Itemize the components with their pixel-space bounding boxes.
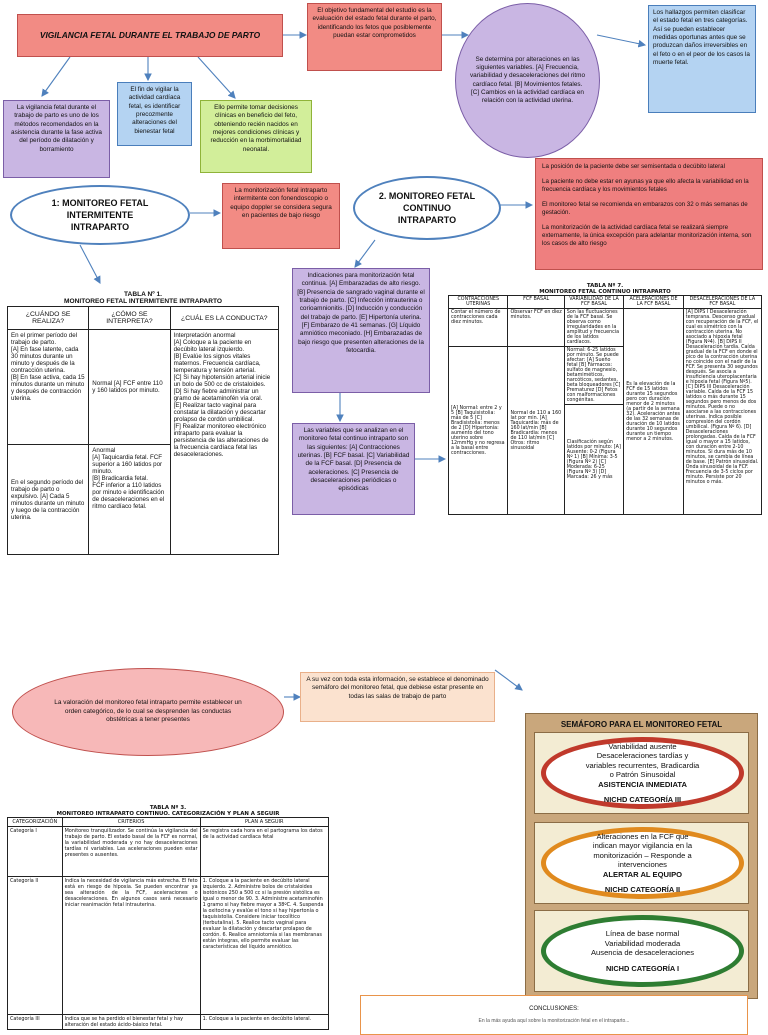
continuous-ellipse: 2. MONITOREO FETAL CONTINUO INTRAPARTO	[353, 176, 501, 240]
table-header: ACELERACIONES DE LA FCF BASAL	[623, 295, 684, 309]
table-caption: TABLA Nº 7.MONITOREO FETAL CONTINUO INTR…	[448, 283, 762, 296]
table-cell: Normal: 6-25 latidos por minuto. Se pued…	[563, 346, 625, 405]
orange-oval: Alteraciones en la FCF que indican mayor…	[541, 827, 744, 899]
table-cell: Contar el número de contracciones cada d…	[447, 308, 509, 347]
conclusions-box: CONCLUSIONES: En la más ayuda aquí sobre…	[360, 995, 748, 1035]
conclusions-text: En la más ayuda aquí sobre la monitoriza…	[478, 1018, 630, 1024]
continuous-item: La posición de la paciente debe ser semi…	[542, 163, 725, 170]
findings-box: Los hallazgos permiten clasificar el est…	[648, 5, 756, 113]
table-cell: 1. Coloque a la paciente en decúbito lat…	[199, 876, 330, 1015]
table-cell: Categoría I	[7, 826, 63, 877]
variables-ellipse: Se determina por alteraciones en las sig…	[455, 3, 600, 158]
table-header: CONTRACCIONES UTERINAS	[447, 295, 509, 309]
table-cell: Se registra cada hora en el partograma l…	[199, 826, 330, 877]
table-cell: 1. Coloque a la paciente en decúbito lat…	[199, 1014, 330, 1030]
table-header: FCF BASAL	[507, 295, 565, 309]
vigilancia-box: La vigilancia fetal durante el trabajo d…	[3, 100, 110, 178]
table-cell: Indica la necesidad de vigilancia más es…	[61, 876, 201, 1015]
valuation-ellipse: La valoración del monitoreo fetal intrap…	[12, 668, 284, 756]
decisions-box: Ello permite tomar decisiones clínicas e…	[200, 100, 312, 173]
table-cell: Son las fluctuaciones de la FCF basal. S…	[563, 308, 625, 347]
semaforo-title: SEMÁFORO PARA EL MONITOREO FETAL	[560, 720, 723, 729]
semaforo-level-green: Línea de base normal Variabilidad modera…	[534, 910, 749, 992]
table-header: CATEGORIZACIÓN	[7, 817, 63, 827]
intermittent-desc-box: La monitorización fetal intraparto inter…	[222, 183, 340, 249]
table-header: ¿CUÁL ES LA CONDUCTA?	[169, 306, 280, 330]
objective-box: El objetivo fundamental del estudio es l…	[307, 3, 442, 71]
continuous-item: La monitorización de la actividad cardía…	[542, 224, 752, 248]
table-cell: Monitoreo tranquilizador. Se continúa la…	[61, 826, 201, 877]
analyzed-box: Las variables que se analizan en el moni…	[292, 423, 415, 515]
table-cell: En el primer período del trabajo de part…	[6, 329, 90, 445]
table-header: ¿CUÁNDO SE REALIZA?	[6, 306, 90, 330]
green-oval: Línea de base normal Variabilidad modera…	[541, 915, 744, 987]
semaforo-level-red: Variabilidad ausente Desaceleraciones ta…	[534, 732, 749, 814]
continuous-list-box: La posición de la paciente debe ser semi…	[535, 158, 763, 270]
table-cell: Normal [A] FCF entre 110 y 160 latidos p…	[88, 329, 171, 445]
table-cell: Anormal [A] Taquicardia fetal. FCF super…	[88, 444, 171, 555]
table-cell: Categoría III	[7, 1014, 63, 1030]
table-header: VARIABILIDAD DE LA FCF BASAL	[563, 295, 625, 309]
table-header: DESACELERACIONES DE LA FCF BASAL	[682, 295, 763, 309]
table-cell: Categoría II	[7, 876, 63, 1015]
table-cell: Clasificación según latidos por minuto: …	[563, 404, 625, 515]
table-header: PLAN A SEGUIR	[199, 817, 330, 827]
title-box: VIGILANCIA FETAL DURANTE EL TRABAJO DE P…	[17, 14, 283, 57]
table-cell: Es la elevación de la FCF de 15 latidos …	[623, 308, 684, 515]
conclusions-title: CONCLUSIONES:	[529, 1006, 579, 1012]
indications-box: Indicaciones para monitorización fetal c…	[292, 268, 430, 393]
table-caption: TABLA Nº 1.MONITOREO FETAL INTERMITENTE …	[63, 291, 222, 305]
table-cell: [A] Normal: entre 2 y 5 [B] Taquisistoli…	[447, 346, 509, 515]
continuous-item: La paciente no debe estar en ayunas ya q…	[542, 178, 749, 194]
table-cell: Interpretación anormal [A] Coloque a la …	[169, 329, 280, 555]
red-oval: Variabilidad ausente Desaceleraciones ta…	[541, 737, 744, 809]
intermittent-ellipse: 1: MONITOREO FETAL INTERMITENTE INTRAPAR…	[10, 185, 190, 245]
table-cell: En el segundo período del trabajo de par…	[6, 444, 90, 555]
purpose-box: El fin de vigilar la actividad cardíaca …	[117, 82, 192, 146]
table-continuous: TABLA Nº 7.MONITOREO FETAL CONTINUO INTR…	[447, 283, 763, 515]
table-caption: TABLA Nº 3.MONITOREO INTRAPARTO CONTINUO…	[56, 805, 280, 817]
table-categorization: TABLA Nº 3.MONITOREO INTRAPARTO CONTINUO…	[7, 805, 330, 1030]
continuous-item: El monitoreo fetal se recomienda en emba…	[542, 201, 748, 217]
semaforo-panel: SEMÁFORO PARA EL MONITOREO FETAL Variabi…	[525, 713, 758, 999]
semaforo-level-orange: Alteraciones en la FCF que indican mayor…	[534, 822, 749, 904]
table-cell: Normal de 110 a 160 lat por min. [A] Taq…	[507, 346, 565, 515]
table-header: ¿CÓMO SE INTERPRETA?	[88, 306, 171, 330]
table-cell: Indica que se ha perdido el bienestar fe…	[61, 1014, 201, 1030]
table-intermittent: TABLA Nº 1.MONITOREO FETAL INTERMITENTE …	[6, 290, 280, 555]
table-cell: [A] DIPS I Desaceleración temprana. Desc…	[682, 308, 763, 515]
semaforo-intro-box: A su vez con toda esta información, se e…	[300, 672, 495, 722]
table-cell: Observar FCF en diez minutos.	[507, 308, 565, 347]
table-header: CRITERIOS	[61, 817, 201, 827]
